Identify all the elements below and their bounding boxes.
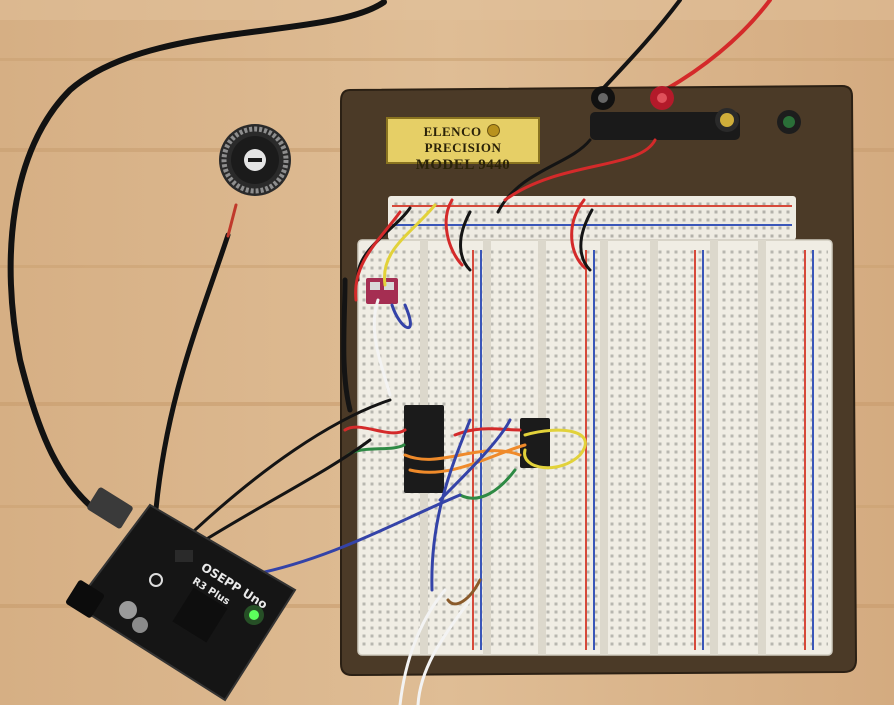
usb-cable — [7, 0, 387, 513]
probe-wire-black — [598, 0, 682, 94]
jumper-wires — [193, 138, 657, 705]
table-cables — [7, 0, 772, 523]
ic-chip-left — [404, 405, 444, 493]
usb-port — [87, 487, 133, 529]
brand-left-text: ELENCO — [423, 124, 482, 139]
breadboard-brand-plate: ELENCO PRECISION MODEL 9440 — [386, 117, 540, 173]
microcontroller-board — [65, 487, 297, 702]
sun-logo-icon — [487, 124, 501, 137]
probe-wire-red — [663, 0, 772, 92]
ic-chip-right — [520, 418, 550, 468]
speaker — [219, 124, 291, 196]
speaker-wire-black — [152, 232, 231, 523]
power-led — [249, 610, 259, 620]
model-text: MODEL 9440 — [415, 157, 511, 173]
top-power-rail — [388, 196, 796, 240]
binding-posts — [590, 86, 801, 140]
dc-jack — [65, 580, 105, 618]
speaker-wire-red — [226, 203, 238, 238]
rail-stripes — [472, 250, 814, 650]
brand-right-text: PRECISION — [424, 140, 502, 155]
audio-module — [366, 278, 398, 304]
